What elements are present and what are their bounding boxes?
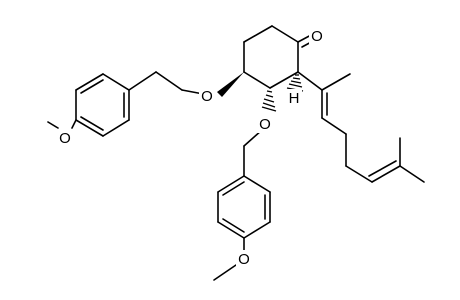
- c3-hash-bond: [261, 90, 277, 112]
- atom-ether-o-upper: O: [199, 87, 215, 105]
- upper-pmb-group: [47, 71, 215, 137]
- svg-text:O: O: [311, 28, 323, 45]
- svg-text:O: O: [259, 116, 271, 133]
- svg-text:H: H: [289, 90, 300, 107]
- c4-wedge-bond: [217, 72, 244, 97]
- atom-ether-o-lower: O: [257, 115, 273, 133]
- svg-text:O: O: [238, 251, 250, 268]
- atom-methoxy-o-left: O: [57, 129, 73, 147]
- atom-methoxy-o-bottom: O: [236, 250, 252, 268]
- atom-carbonyl-o: O: [309, 27, 325, 45]
- svg-text:O: O: [59, 130, 71, 147]
- svg-text:O: O: [201, 88, 213, 105]
- lower-pmb-group: [213, 129, 271, 281]
- cyclohexanone-ring: [243, 25, 299, 89]
- atom-stereo-h: H: [286, 89, 302, 107]
- heptadienyl-chain: [297, 71, 425, 183]
